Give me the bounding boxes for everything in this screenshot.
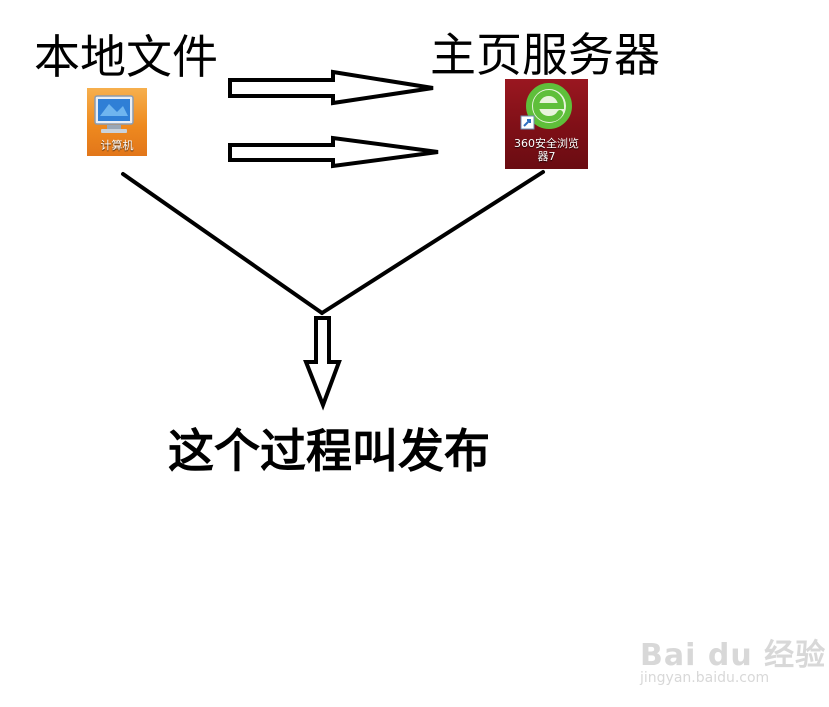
publish-process-label: 这个过程叫发布 [168,424,490,478]
converge-line-right [320,170,545,315]
watermark-brand: Bai du 经验 [640,638,827,673]
computer-caption: 计算机 [100,139,134,152]
computer-monitor-icon [94,95,134,133]
computer-desktop-icon[interactable]: 计算机 [87,88,147,156]
browser-caption-line2: 器7 [537,150,556,163]
watermark-site: jingyan.baidu.com [640,670,770,686]
converge-line-left [121,172,324,315]
browser-desktop-icon[interactable]: 360安全浏览 器7 [505,79,588,169]
local-files-label: 本地文件 [34,30,218,84]
arrow-down [303,316,342,411]
arrow-upper-right [228,69,434,106]
360-browser-icon [520,83,572,130]
arrow-lower-right [228,135,439,169]
homepage-server-label: 主页服务器 [430,28,660,82]
browser-caption-line1: 360安全浏览 [514,137,579,150]
